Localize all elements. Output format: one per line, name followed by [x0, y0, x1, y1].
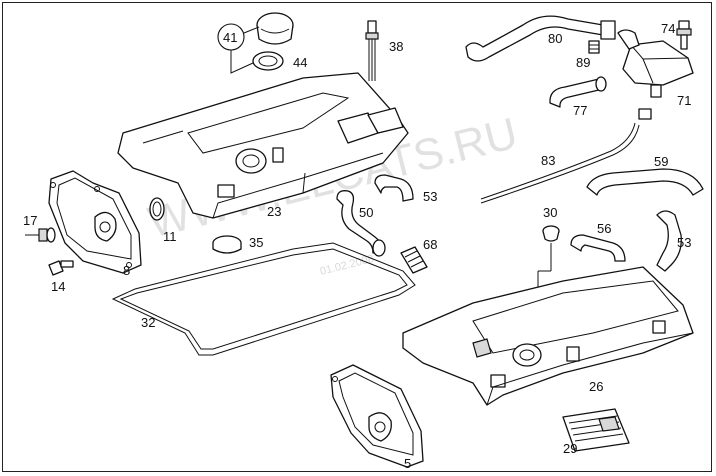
label-29: 29 — [563, 441, 577, 456]
label-68: 68 — [423, 237, 437, 252]
label-71: 71 — [677, 93, 691, 108]
callout-41: 41 — [217, 23, 260, 74]
label-83: 83 — [541, 153, 555, 168]
o-ring-11[interactable] — [149, 197, 165, 221]
elbow-connector-53-upper[interactable] — [374, 174, 414, 202]
coolant-hose-59[interactable] — [586, 168, 704, 196]
label-56: 56 — [597, 221, 611, 236]
label-80: 80 — [548, 31, 562, 46]
warning-label-29[interactable] — [562, 408, 630, 452]
cylinder-head-cover-lower[interactable] — [402, 266, 694, 406]
label-14: 14 — [51, 279, 65, 294]
label-23: 23 — [267, 204, 281, 219]
label-38: 38 — [389, 39, 403, 54]
label-53-upper: 53 — [423, 189, 437, 204]
rear-cover-plate-5[interactable] — [330, 364, 424, 468]
s-hose-50[interactable] — [336, 190, 386, 257]
label-35: 35 — [249, 235, 263, 250]
front-cover-plate-8[interactable] — [48, 170, 142, 274]
oil-separator[interactable] — [617, 29, 694, 98]
hose-fitting[interactable] — [588, 40, 600, 54]
cover-gasket-32[interactable] — [111, 242, 416, 356]
svg-text:41: 41 — [223, 30, 237, 45]
label-5: 5 — [404, 456, 411, 471]
label-44: 44 — [293, 55, 307, 70]
parts-diagram: WWW.ELCATS.RU 01.02.2008 41 44 38 — [23, 12, 704, 471]
sensor-plug[interactable] — [676, 20, 692, 50]
label-8: 8 — [123, 263, 130, 278]
label-59: 59 — [654, 154, 668, 169]
label-32: 32 — [141, 315, 155, 330]
hose-53-lower[interactable] — [656, 210, 682, 272]
cover-bolt[interactable] — [365, 20, 379, 81]
label-11: 11 — [163, 229, 177, 244]
label-74: 74 — [661, 21, 675, 36]
label-77: 77 — [573, 103, 587, 118]
label-53-lower: 53 — [677, 235, 691, 250]
cylinder-head-cover-upper[interactable] — [117, 72, 409, 219]
diagram-frame: WWW.ELCATS.RU 01.02.2008 41 44 38 — [2, 2, 712, 472]
label-30: 30 — [543, 205, 557, 220]
screw-17[interactable] — [25, 227, 56, 243]
label-50: 50 — [359, 205, 373, 220]
elbow-hose[interactable] — [549, 76, 607, 108]
label-26: 26 — [589, 379, 603, 394]
spring-clip-68[interactable] — [400, 246, 428, 274]
oil-filler-cap[interactable] — [256, 12, 294, 45]
elbow-hose-56[interactable] — [570, 234, 626, 262]
long-vent-hose[interactable] — [480, 108, 652, 204]
label-17: 17 — [23, 213, 37, 228]
bolt-14[interactable] — [48, 260, 74, 276]
cap-seal-ring[interactable] — [252, 51, 284, 71]
breather-hose[interactable] — [465, 15, 616, 62]
seal-35[interactable] — [212, 235, 242, 254]
label-89: 89 — [576, 55, 590, 70]
